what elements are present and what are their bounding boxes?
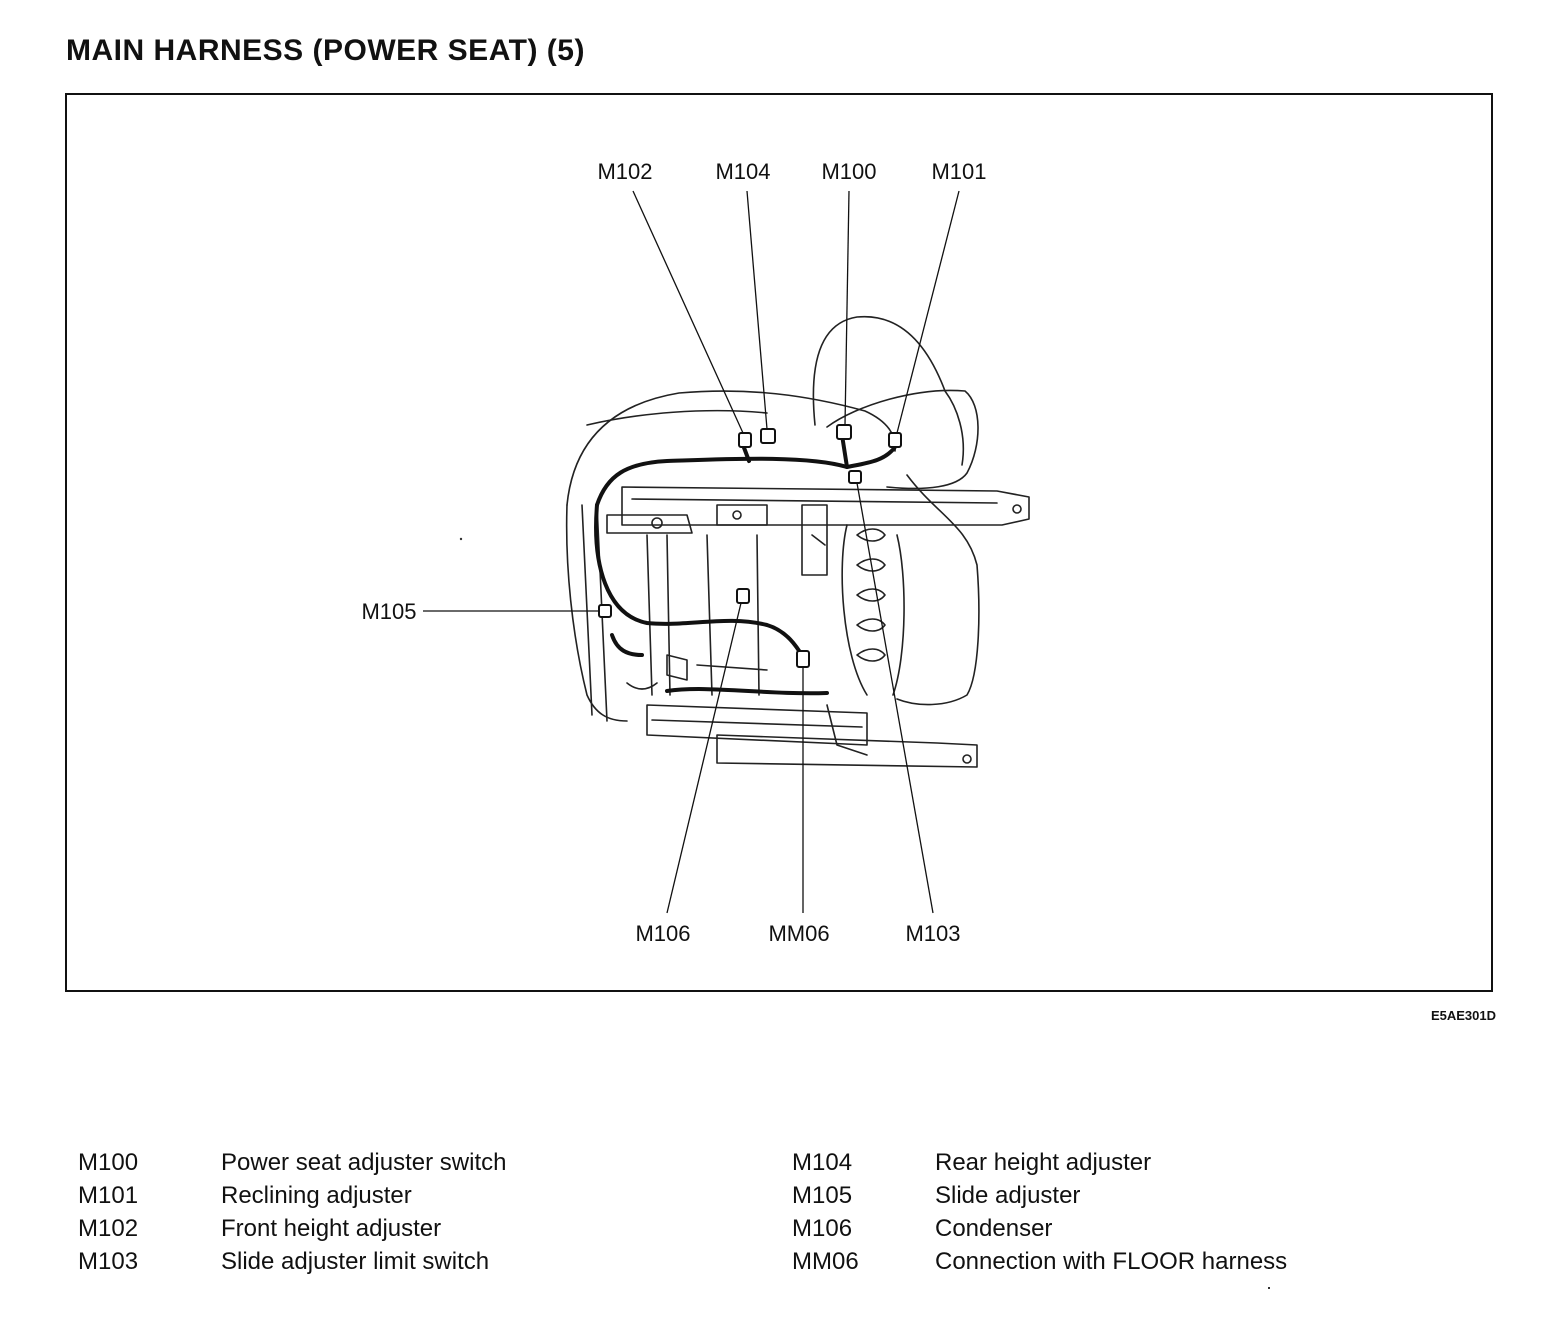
legend-code: M102: [78, 1215, 139, 1242]
connector-m103-icon: [848, 470, 862, 484]
connector-m104-icon: [760, 428, 776, 444]
legend-code: M103: [78, 1248, 139, 1275]
legend-description: Condenser: [935, 1215, 1053, 1242]
connector-mm06-icon: [796, 650, 810, 668]
figure-code: E5AE301D: [1430, 1008, 1496, 1023]
legend-code: M100: [78, 1149, 139, 1176]
connector-m106-icon: [736, 588, 750, 604]
seat-springs: [841, 524, 905, 696]
legend-row: M105 Slide adjuster: [792, 1179, 1287, 1212]
seat-backrest: [826, 389, 979, 490]
leader-lines: [423, 190, 960, 914]
legend-row: M102 Front height adjuster: [78, 1212, 506, 1245]
lower-rail-rear: [716, 734, 978, 768]
legend-code: M101: [78, 1182, 139, 1209]
callout-m104: M104: [715, 159, 770, 184]
legend-description: Connection with FLOOR harness: [935, 1248, 1288, 1275]
legend-left-column: M100 Power seat adjuster switch M101 Rec…: [78, 1146, 506, 1278]
legend-row: M104 Rear height adjuster: [792, 1146, 1287, 1179]
legend-code: M104: [792, 1149, 853, 1176]
legend-code: M106: [792, 1215, 853, 1242]
callout-m101: M101: [931, 159, 986, 184]
seat-harness-illustration: M102 M104 M100 M101 M105 M106 MM06 M103: [361, 159, 1030, 946]
legend-code: M105: [792, 1182, 853, 1209]
upper-rail: [621, 486, 1030, 526]
legend-description: Rear height adjuster: [935, 1149, 1152, 1176]
leader-m106: [666, 602, 742, 914]
legend-row: MM06 Connection with FLOOR harness: [792, 1245, 1287, 1278]
legend-description: Power seat adjuster switch: [221, 1149, 507, 1176]
connector-m105-icon: [598, 604, 612, 618]
legend-row: M100 Power seat adjuster switch: [78, 1146, 506, 1179]
callout-m103: M103: [905, 921, 960, 946]
legend-description: Slide adjuster: [935, 1182, 1081, 1209]
callout-m105: M105: [361, 599, 416, 624]
stray-mark: [1268, 1287, 1270, 1289]
leader-m102: [632, 190, 744, 434]
legend-right-column: M104 Rear height adjuster M105 Slide adj…: [792, 1146, 1287, 1278]
connectors: [598, 424, 902, 668]
legend-row: M101 Reclining adjuster: [78, 1179, 506, 1212]
leader-m100: [844, 190, 850, 426]
legend-description: Slide adjuster limit switch: [221, 1248, 490, 1275]
legend-description: Reclining adjuster: [221, 1182, 412, 1209]
leader-m103: [856, 482, 934, 914]
leader-m101: [896, 190, 960, 434]
callout-mm06: MM06: [768, 921, 829, 946]
callout-m100: M100: [821, 159, 876, 184]
callout-m106: M106: [635, 921, 690, 946]
diagram-frame: M102 M104 M100 M101 M105 M106 MM06 M103: [65, 93, 1493, 992]
leader-m104: [746, 190, 768, 430]
page-title: MAIN HARNESS (POWER SEAT) (5): [66, 34, 585, 67]
harness-wiring: [594, 433, 897, 696]
legend-code: MM06: [792, 1248, 859, 1275]
seat-cushion: [566, 390, 896, 506]
connector-m100-icon: [836, 424, 852, 440]
callout-m102: M102: [597, 159, 652, 184]
legend-row: M103 Slide adjuster limit switch: [78, 1245, 506, 1278]
seat-headrest: [812, 315, 946, 426]
connector-m102-icon: [738, 432, 752, 448]
lower-rail-front: [646, 704, 868, 746]
connector-m101-icon: [888, 432, 902, 448]
legend-row: M106 Condenser: [792, 1212, 1287, 1245]
legend-description: Front height adjuster: [221, 1215, 442, 1242]
